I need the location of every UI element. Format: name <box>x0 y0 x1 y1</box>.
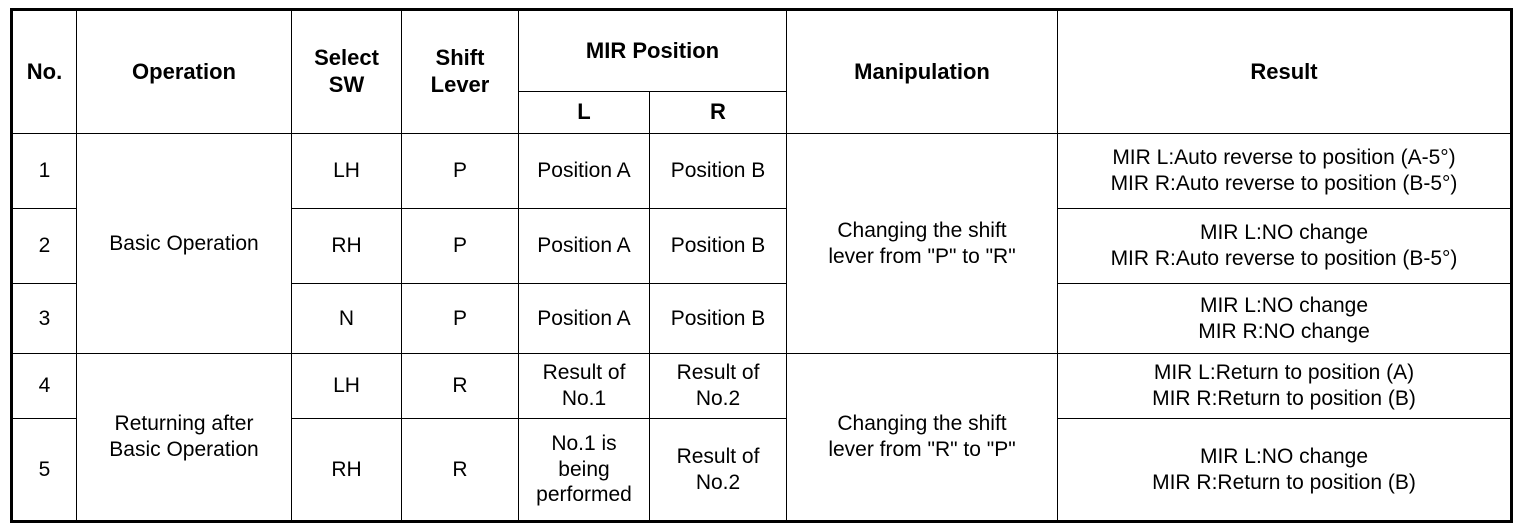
cell-select-sw: LH <box>291 353 402 419</box>
column-header-mir-l: L <box>518 91 650 134</box>
cell-no: 5 <box>11 418 77 522</box>
column-header-no: No. <box>11 9 77 134</box>
cell-no: 2 <box>11 208 77 284</box>
header-row-secondary: L R <box>12 91 1512 134</box>
column-header-mir-position: MIR Position <box>518 9 787 92</box>
column-header-mir-r: R <box>649 91 787 134</box>
cell-manipulation-p-to-r: Changing the shift lever from "P" to "R" <box>786 133 1058 354</box>
cell-select-sw: N <box>291 283 402 354</box>
cell-result: MIR L:NO change MIR R:Auto reverse to po… <box>1057 208 1512 284</box>
cell-shift-lever: P <box>401 283 519 354</box>
cell-result: MIR L:NO change MIR R:Return to position… <box>1057 418 1512 522</box>
cell-manipulation-r-to-p: Changing the shift lever from "R" to "P" <box>786 353 1058 522</box>
table-header: No. Operation Select SW Shift Lever MIR … <box>11 9 1512 134</box>
table-body: 1 Basic Operation LH P Position A Positi… <box>11 133 1512 522</box>
table-row: 2 RH P Position A Position B MIR L:NO ch… <box>11 208 1512 284</box>
cell-no: 3 <box>11 283 77 354</box>
cell-mir-r: Position B <box>649 133 787 209</box>
cell-mir-l: Position A <box>518 208 650 284</box>
column-header-manipulation: Manipulation <box>786 9 1058 134</box>
cell-mir-l: Position A <box>518 283 650 354</box>
table-row: 4 Returning after Basic Operation LH R R… <box>11 353 1512 522</box>
cell-mir-r: Position B <box>649 283 787 354</box>
column-header-select-sw: Select SW <box>291 9 402 134</box>
cell-mir-r: Position B <box>649 208 787 284</box>
table-row: 1 Basic Operation LH P Position A Positi… <box>11 133 1512 354</box>
cell-mir-l: Position A <box>518 133 650 209</box>
mirror-operation-table: No. Operation Select SW Shift Lever MIR … <box>10 8 1513 523</box>
table-row: 3 N P Position A Position B MIR L:NO cha… <box>11 283 1512 354</box>
cell-result: MIR L:Return to position (A) MIR R:Retur… <box>1057 353 1512 419</box>
cell-result: MIR L:NO change MIR R:NO change <box>1057 283 1512 354</box>
cell-mir-r: Result of No.2 <box>649 353 787 419</box>
cell-operation-group-basic: Basic Operation <box>76 133 292 354</box>
cell-select-sw: LH <box>291 133 402 209</box>
header-row-primary: No. Operation Select SW Shift Lever MIR … <box>11 9 1512 134</box>
cell-select-sw: RH <box>291 208 402 284</box>
cell-shift-lever: R <box>401 418 519 522</box>
cell-no: 4 <box>11 353 77 419</box>
cell-select-sw: RH <box>291 418 402 522</box>
cell-operation-group-returning: Returning after Basic Operation <box>76 353 292 522</box>
cell-shift-lever: R <box>401 353 519 419</box>
cell-shift-lever: P <box>401 208 519 284</box>
cell-mir-l: Result of No.1 <box>518 353 650 419</box>
specification-table-container: No. Operation Select SW Shift Lever MIR … <box>10 8 1513 523</box>
cell-no: 1 <box>11 133 77 209</box>
cell-mir-r: Result of No.2 <box>649 418 787 522</box>
column-header-result: Result <box>1057 9 1512 134</box>
cell-result: MIR L:Auto reverse to position (A-5°) MI… <box>1057 133 1512 209</box>
column-header-shift-lever: Shift Lever <box>401 9 519 134</box>
cell-mir-l: No.1 is being performed <box>518 418 650 522</box>
cell-shift-lever: P <box>401 133 519 209</box>
column-header-operation: Operation <box>76 9 292 134</box>
